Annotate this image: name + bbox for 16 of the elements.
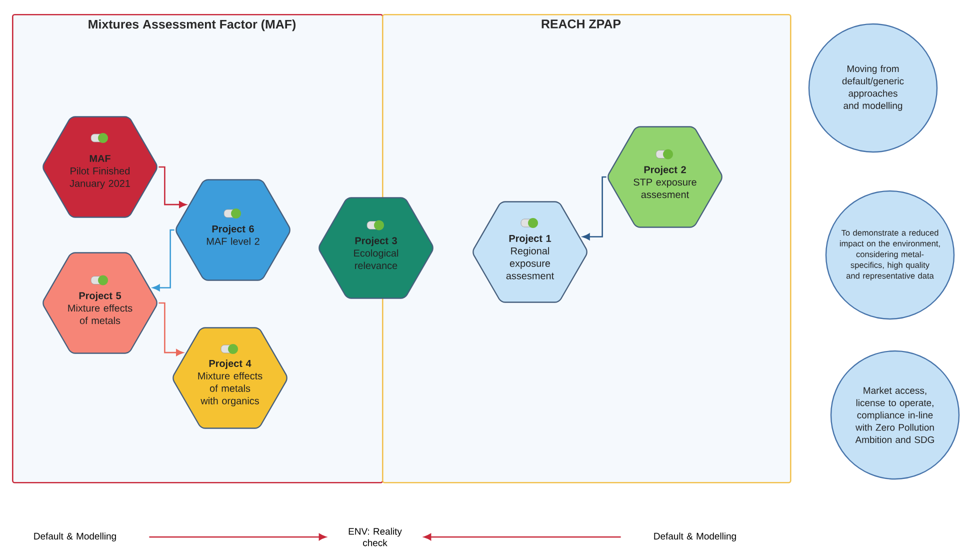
hexagon: Project 5 Mixture effects of metals: [42, 252, 158, 354]
arrow: [582, 176, 606, 240]
hexagon: Project 4 Mixture effects of metals with organics: [172, 327, 288, 429]
text-label: Default & Modelling: [654, 532, 736, 542]
text-label: ENV: Reality check: [348, 528, 402, 546]
hexagon: MAF Pilot Finished January 2021: [42, 116, 158, 218]
hexagon: Project 3 Ecological relevance: [318, 197, 434, 299]
hexagon: Project 2 STP exposure assesment: [608, 126, 722, 228]
arrow: [158, 166, 186, 208]
arrow: [158, 302, 184, 356]
hexagon: Project 1 Regional exposure assesment: [472, 201, 588, 303]
hexagon: Project 6 MAF level 2: [176, 179, 290, 281]
arrow: [424, 534, 621, 540]
arrow: [152, 229, 174, 292]
text-label: Default & Modelling: [34, 532, 116, 542]
arrow: [149, 534, 326, 540]
